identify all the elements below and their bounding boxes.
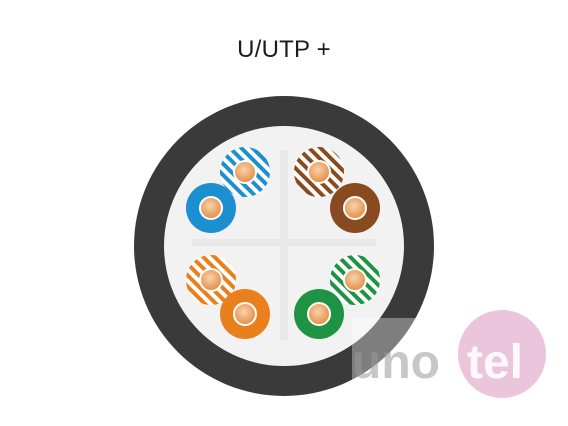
watermark-circle	[458, 310, 546, 398]
green-white-wire-conductor	[343, 268, 367, 292]
blue-pair	[186, 147, 270, 233]
brown-white-wire-conductor	[307, 160, 331, 184]
brown-wire-conductor	[343, 196, 367, 220]
orange-white-wire-conductor	[199, 268, 223, 292]
blue-wire-conductor	[199, 196, 223, 220]
green-wire-conductor	[307, 302, 331, 326]
orange-wire-conductor	[233, 302, 257, 326]
brown-pair	[294, 147, 380, 233]
cross-separator	[192, 150, 376, 340]
watermark-brand-part2: tel	[467, 336, 523, 389]
green-pair	[294, 255, 380, 339]
orange-pair	[186, 255, 270, 339]
blue-white-wire-conductor	[233, 160, 257, 184]
diagram-title: U/UTP +	[237, 36, 331, 63]
watermark-brand-part1: uno	[352, 336, 440, 389]
